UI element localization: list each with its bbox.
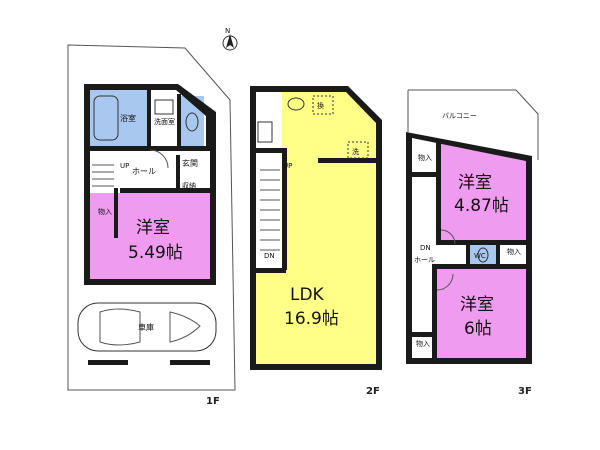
room-western-3f-a xyxy=(440,140,526,242)
hall-label-1f: ホール xyxy=(132,167,156,176)
bath-label: 浴室 xyxy=(120,113,136,123)
compass-north-label: N xyxy=(225,27,230,35)
closet-bottom-label-3f: 物入 xyxy=(416,339,430,348)
floor-1-plan: 浴室 洗面室 玄関 UP ホール 収納 物入 洋室 5.49帖 車庫 1F xyxy=(67,44,236,407)
stairs-up-label-2f: UP xyxy=(283,162,292,170)
compass-icon: N xyxy=(222,27,238,51)
hall-label-3f: ホール xyxy=(414,256,435,264)
wc-label: WC xyxy=(474,252,486,260)
floor-label-1f: 1F xyxy=(206,396,220,407)
ldk-name: LDK xyxy=(290,285,325,305)
floor-3-plan: バルコニー 物入 洋室 4.87帖 DN ホール WC 物入 物入 洋室 6帖 … xyxy=(406,89,539,397)
closet-top-label-3f: 物入 xyxy=(418,153,432,162)
floor-label-3f: 3F xyxy=(518,386,532,397)
room-western-1f xyxy=(86,193,212,281)
car-icon xyxy=(77,302,217,352)
stairs-up-label-1f: UP xyxy=(120,162,129,170)
room-size-3f-a: 4.87帖 xyxy=(454,196,509,216)
wc-area xyxy=(470,244,496,266)
room-size-1f: 5.49帖 xyxy=(128,243,183,263)
closet-label-1f: 物入 xyxy=(98,207,112,216)
vent-mark-2f: 換 xyxy=(317,101,324,110)
floor-2-plan: 換 洗 UP DN LDK 16.9帖 2F xyxy=(250,86,382,397)
site-boundary-1f xyxy=(67,44,236,391)
balcony-outline xyxy=(408,89,539,160)
room-name-1f: 洋室 xyxy=(136,218,170,238)
room-size-3f-b: 6帖 xyxy=(464,319,492,339)
garage-label: 車庫 xyxy=(138,322,154,332)
balcony-label: バルコニー xyxy=(442,112,477,120)
washroom-label: 洗面室 xyxy=(154,117,175,126)
stairs-down-label-2f: DN xyxy=(264,252,275,260)
floor-label-2f: 2F xyxy=(366,386,380,397)
storage-label-1f: 収納 xyxy=(182,181,196,190)
ldk-size: 16.9帖 xyxy=(284,309,339,329)
stairs-down-label-3f: DN xyxy=(420,244,431,252)
room-name-3f-b: 洋室 xyxy=(460,295,494,315)
closet-right-label-3f: 物入 xyxy=(507,247,521,256)
entrance-label: 玄関 xyxy=(182,158,198,168)
washer-mark-2f: 洗 xyxy=(352,147,359,156)
room-name-3f-a: 洋室 xyxy=(458,173,492,193)
